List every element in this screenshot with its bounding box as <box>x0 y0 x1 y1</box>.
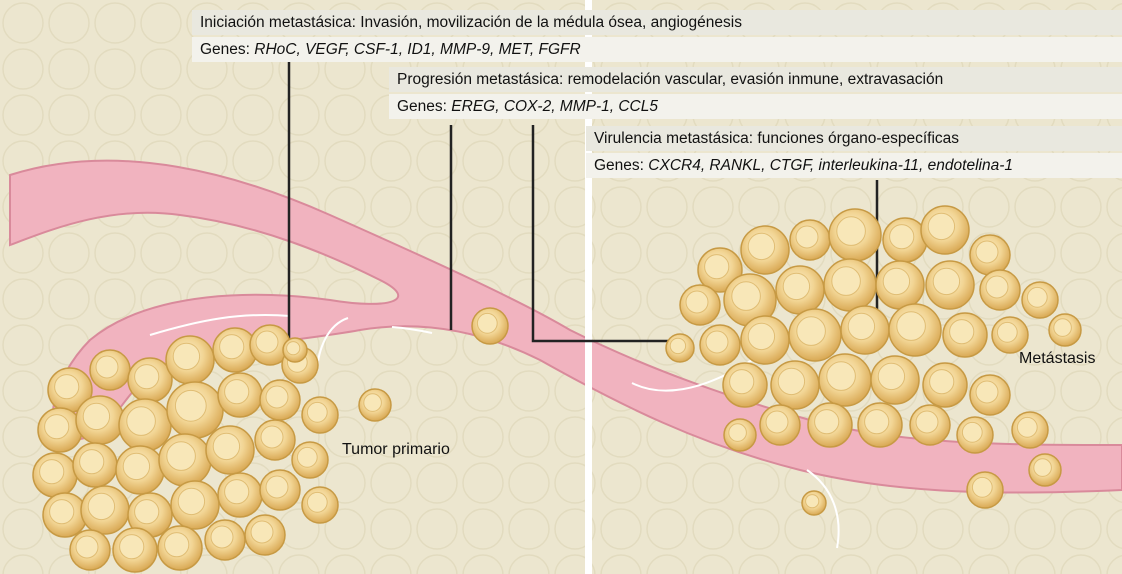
cell-nucleus <box>167 442 196 471</box>
cell-nucleus <box>766 411 788 433</box>
cell-nucleus <box>778 368 804 394</box>
stage-virulence-title-text: Virulencia metastásica: funciones órgano… <box>594 130 959 147</box>
cell-nucleus <box>477 313 497 333</box>
cell-nucleus <box>165 533 189 557</box>
cell-nucleus <box>76 536 98 558</box>
cell-nucleus <box>933 268 959 294</box>
cell-nucleus <box>50 500 74 524</box>
cell-nucleus <box>797 317 826 346</box>
cell-nucleus <box>729 424 747 442</box>
cell-nucleus <box>266 476 288 498</box>
cell-nucleus <box>897 312 926 341</box>
cell-nucleus <box>796 226 818 248</box>
cell-nucleus <box>96 356 118 378</box>
cell-nucleus <box>878 363 904 389</box>
cell-nucleus <box>670 338 685 353</box>
cell-nucleus <box>55 375 79 399</box>
cell-nucleus <box>827 362 856 391</box>
stage-initiation-title-text: Iniciación metastásica: Invasión, movili… <box>200 14 742 31</box>
cell-nucleus <box>806 495 819 508</box>
cell-nucleus <box>135 500 159 524</box>
cell-nucleus <box>364 394 382 412</box>
cell-nucleus <box>261 426 283 448</box>
cell-nucleus <box>251 521 273 543</box>
cell-nucleus <box>783 273 809 299</box>
cell-nucleus <box>266 386 288 408</box>
cell-nucleus <box>732 282 761 311</box>
cell-nucleus <box>890 225 914 249</box>
cell-nucleus <box>178 488 204 514</box>
cell-nucleus <box>705 255 729 279</box>
cell-nucleus <box>173 343 199 369</box>
cell-nucleus <box>127 407 156 436</box>
cell-nucleus <box>225 480 249 504</box>
cell-nucleus <box>748 323 774 349</box>
cell-nucleus <box>220 335 244 359</box>
metastasis-label: Metástasis <box>1019 350 1095 368</box>
cell-nucleus <box>837 217 866 246</box>
genes-prefix: Genes: <box>397 98 451 115</box>
stage-initiation-genes: Genes: RHoC, VEGF, CSF-1, ID1, MMP-9, ME… <box>192 37 1122 62</box>
stage-virulence-gene-list: CXCR4, RANKL, CTGF, interleukina-11, end… <box>648 157 1013 174</box>
cell-nucleus <box>730 370 754 394</box>
cell-nucleus <box>256 331 278 353</box>
cell-nucleus <box>211 526 233 548</box>
cell-nucleus <box>225 380 249 404</box>
genes-prefix: Genes: <box>200 41 254 58</box>
cell-nucleus <box>307 492 327 512</box>
stage-progression-gene-list: EREG, COX-2, MMP-1, CCL5 <box>451 98 658 115</box>
cell-nucleus <box>928 213 954 239</box>
cell-nucleus <box>123 453 149 479</box>
cell-nucleus <box>83 403 109 429</box>
cell-nucleus <box>916 411 938 433</box>
cell-nucleus <box>1034 459 1052 477</box>
stage-initiation-title: Iniciación metastásica: Invasión, movili… <box>192 10 1122 35</box>
cell-nucleus <box>706 331 728 353</box>
stage-virulence-title: Virulencia metastásica: funciones órgano… <box>586 126 1122 151</box>
cell-nucleus <box>213 433 239 459</box>
cell-nucleus <box>972 477 992 497</box>
primary-tumor-label: Tumor primario <box>342 441 450 459</box>
cell-nucleus <box>815 410 839 434</box>
stage-initiation-gene-list: RHoC, VEGF, CSF-1, ID1, MMP-9, MET, FGFR <box>254 41 580 58</box>
cell-nucleus <box>1017 417 1037 437</box>
cell-nucleus <box>950 320 974 344</box>
cell-nucleus <box>832 267 861 296</box>
cell-nucleus <box>307 402 327 422</box>
cell-nucleus <box>986 276 1008 298</box>
stage-progression-genes: Genes: EREG, COX-2, MMP-1, CCL5 <box>389 94 1122 119</box>
cell-nucleus <box>976 381 998 403</box>
stage-progression-title-text: Progresión metastásica: remodelación vas… <box>397 71 943 88</box>
cell-nucleus <box>1027 287 1047 307</box>
cell-nucleus <box>45 415 69 439</box>
cell-nucleus <box>930 370 954 394</box>
cell-nucleus <box>175 390 206 421</box>
cell-nucleus <box>883 268 909 294</box>
cell-nucleus <box>962 422 982 442</box>
cell-nucleus <box>848 313 874 339</box>
cell-nucleus <box>297 447 317 467</box>
cell-nucleus <box>80 450 104 474</box>
cell-nucleus <box>120 535 144 559</box>
cell-nucleus <box>748 233 774 259</box>
stage-virulence-genes: Genes: CXCR4, RANKL, CTGF, interleukina-… <box>586 153 1122 178</box>
cell-nucleus <box>135 365 159 389</box>
cell-nucleus <box>976 241 998 263</box>
cell-nucleus <box>1054 319 1072 337</box>
cell-nucleus <box>865 410 889 434</box>
stage-progression-title: Progresión metastásica: remodelación vas… <box>389 67 1122 92</box>
cell-nucleus <box>287 342 300 355</box>
cell-nucleus <box>686 291 708 313</box>
cell-nucleus <box>997 322 1017 342</box>
cell-nucleus <box>40 460 64 484</box>
genes-prefix: Genes: <box>594 157 648 174</box>
cell-nucleus <box>88 493 114 519</box>
